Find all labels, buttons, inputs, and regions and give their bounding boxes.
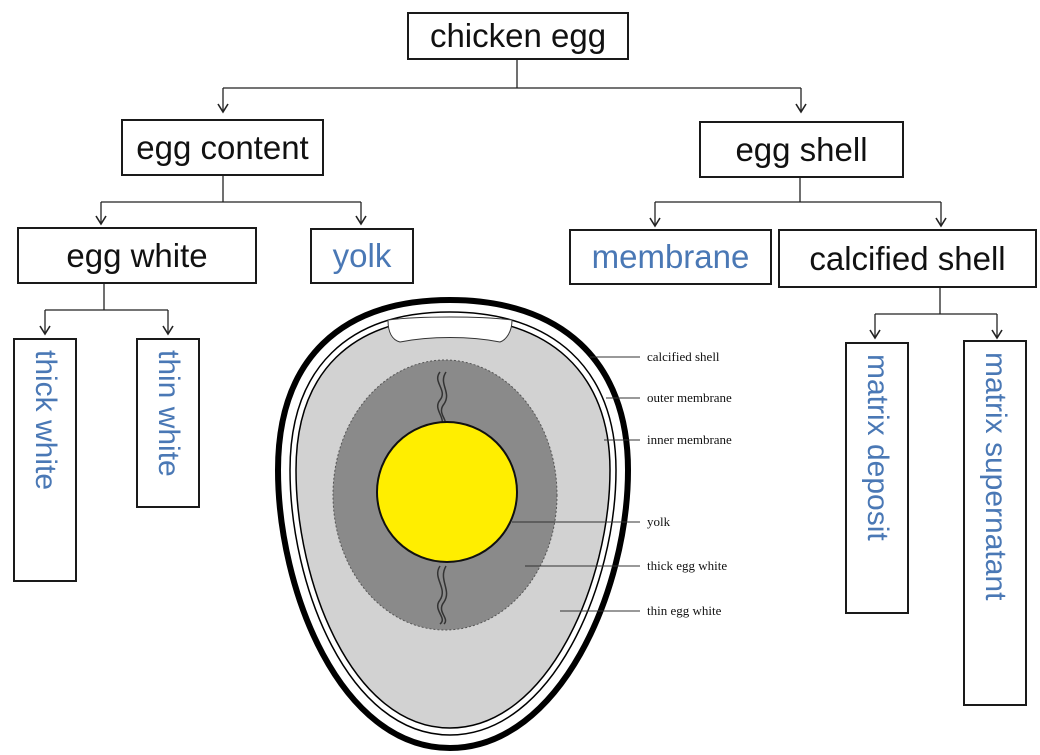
label-calcified-shell: calcified shell — [647, 349, 720, 364]
matrix-deposit-label: matrix deposit — [861, 354, 894, 541]
node-matrix-deposit: matrix deposit — [845, 342, 909, 614]
egg-illustration — [274, 296, 632, 752]
node-matrix-supernatant: matrix supernatant — [963, 340, 1027, 706]
node-membrane: membrane — [569, 229, 772, 285]
matrix-supernatant-label: matrix supernatant — [979, 352, 1012, 601]
label-yolk: yolk — [647, 514, 671, 529]
thin-white-label: thin white — [152, 350, 185, 477]
egg-labels: calcified shell outer membrane inner mem… — [647, 349, 732, 618]
label-thick-egg-white: thick egg white — [647, 558, 727, 573]
air-cell — [387, 316, 513, 343]
node-thin-white: thin white — [136, 338, 200, 508]
node-egg-shell: egg shell — [699, 121, 904, 178]
yolk-shape — [376, 421, 518, 563]
egg-leader-lines — [512, 356, 640, 612]
node-chicken-egg: chicken egg — [407, 12, 629, 60]
tree-connectors — [39, 60, 1003, 340]
thick-white-label: thick white — [29, 350, 62, 491]
node-thick-white: thick white — [13, 338, 77, 582]
node-yolk: yolk — [310, 228, 414, 284]
node-calcified-shell: calcified shell — [778, 229, 1037, 288]
label-inner-membrane: inner membrane — [647, 432, 732, 447]
node-egg-white: egg white — [17, 227, 257, 284]
label-thin-egg-white: thin egg white — [647, 603, 722, 618]
node-egg-content: egg content — [121, 119, 324, 176]
label-outer-membrane: outer membrane — [647, 390, 732, 405]
